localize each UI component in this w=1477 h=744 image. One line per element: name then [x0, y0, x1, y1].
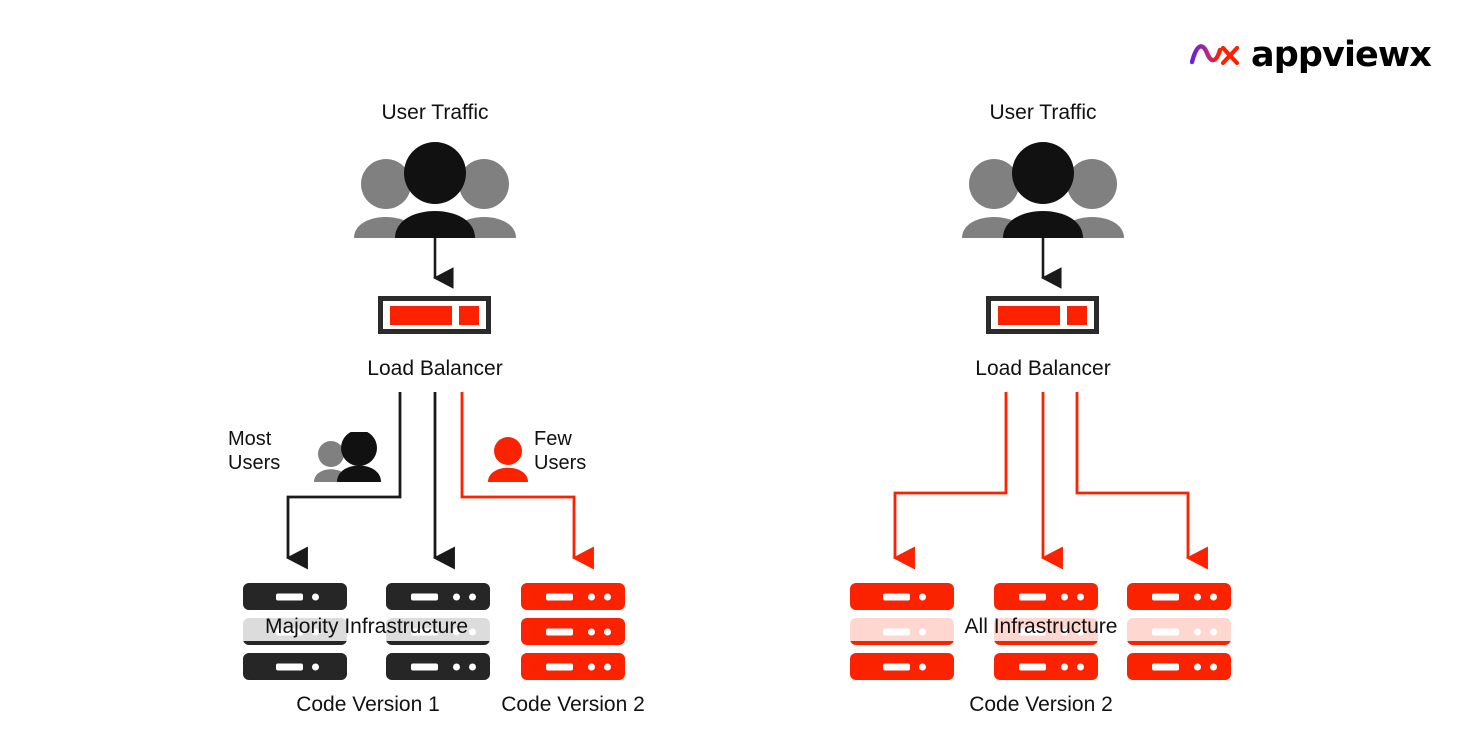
right-load-balancer-label: Load Balancer [975, 357, 1111, 380]
server-node [521, 618, 625, 645]
lb-bar-primary [390, 305, 452, 325]
server-led-icon [1077, 593, 1084, 600]
server-led-icon [469, 593, 476, 600]
server-led-icon [1061, 593, 1068, 600]
server-bar-icon [411, 593, 438, 600]
few-users-icon [488, 437, 528, 482]
server-node [1127, 653, 1231, 680]
wire-right-lb-to-col3 [1075, 392, 1208, 570]
right-code-version-2-label: Code Version 2 [969, 693, 1113, 716]
server-bar-icon [546, 628, 573, 635]
server-node [850, 583, 954, 610]
server-led-icon [1210, 663, 1217, 670]
wire-right-lb-to-col1 [892, 392, 1008, 570]
server-bar-icon [546, 663, 573, 670]
lb-bar-secondary [459, 305, 479, 325]
server-led-icon [1077, 663, 1084, 670]
server-node [521, 583, 625, 610]
server-led-icon [1194, 593, 1201, 600]
left-server-column-3 [521, 583, 625, 680]
server-led-icon [1061, 663, 1068, 670]
server-led-icon [604, 593, 611, 600]
left-load-balancer [378, 296, 491, 334]
server-bar-icon [1019, 663, 1046, 670]
server-led-icon [604, 628, 611, 635]
left-user-traffic-label: User Traffic [381, 101, 489, 124]
right-load-balancer [986, 296, 1099, 334]
server-bar-icon [883, 593, 910, 600]
server-node [994, 583, 1098, 610]
most-users-icon [314, 432, 381, 482]
server-led-icon [588, 628, 595, 635]
right-user-traffic-label: User Traffic [989, 101, 1097, 124]
server-led-icon [1210, 593, 1217, 600]
server-led-icon [588, 663, 595, 670]
server-node [850, 653, 954, 680]
appviewx-logo: appviewx [1190, 35, 1432, 75]
most-users-line1: Most [228, 428, 272, 450]
server-bar-icon [276, 663, 303, 670]
few-users-line2: Users [534, 452, 587, 475]
server-node [243, 583, 347, 610]
server-led-icon [604, 663, 611, 670]
right-users-group-icon [962, 142, 1124, 238]
most-users-label: Most Users [228, 427, 314, 476]
server-bar-icon [276, 593, 303, 600]
server-node [521, 653, 625, 680]
left-code-version-1-label: Code Version 1 [296, 693, 440, 716]
few-users-line1: Few [534, 428, 572, 450]
left-load-balancer-label: Load Balancer [367, 357, 503, 380]
server-led-icon [919, 593, 926, 600]
server-led-icon [453, 663, 460, 670]
server-node [243, 653, 347, 680]
left-users-group-icon [354, 142, 516, 238]
lb-bar-primary [998, 305, 1060, 325]
left-code-version-2-label: Code Version 2 [501, 693, 645, 716]
server-bar-icon [1152, 593, 1179, 600]
server-led-icon [588, 593, 595, 600]
lb-bar-secondary [1067, 305, 1087, 325]
server-led-icon [1194, 663, 1201, 670]
server-bar-icon [883, 663, 910, 670]
majority-infrastructure-label: Majority Infrastructure [243, 612, 490, 641]
server-bar-icon [411, 663, 438, 670]
server-led-icon [312, 663, 319, 670]
few-users-label: Few Users [534, 427, 624, 476]
all-infrastructure-label: All Infrastructure [850, 612, 1232, 641]
server-led-icon [453, 593, 460, 600]
appviewx-wordmark: appviewx [1251, 35, 1432, 75]
server-node [1127, 583, 1231, 610]
server-node [386, 653, 490, 680]
server-bar-icon [546, 593, 573, 600]
server-bar-icon [1152, 663, 1179, 670]
server-led-icon [469, 663, 476, 670]
server-led-icon [919, 663, 926, 670]
server-bar-icon [1019, 593, 1046, 600]
most-users-line2: Users [228, 452, 281, 475]
server-led-icon [312, 593, 319, 600]
server-node [386, 583, 490, 610]
server-node [994, 653, 1098, 680]
appviewx-wave-logo-icon [1190, 43, 1240, 65]
